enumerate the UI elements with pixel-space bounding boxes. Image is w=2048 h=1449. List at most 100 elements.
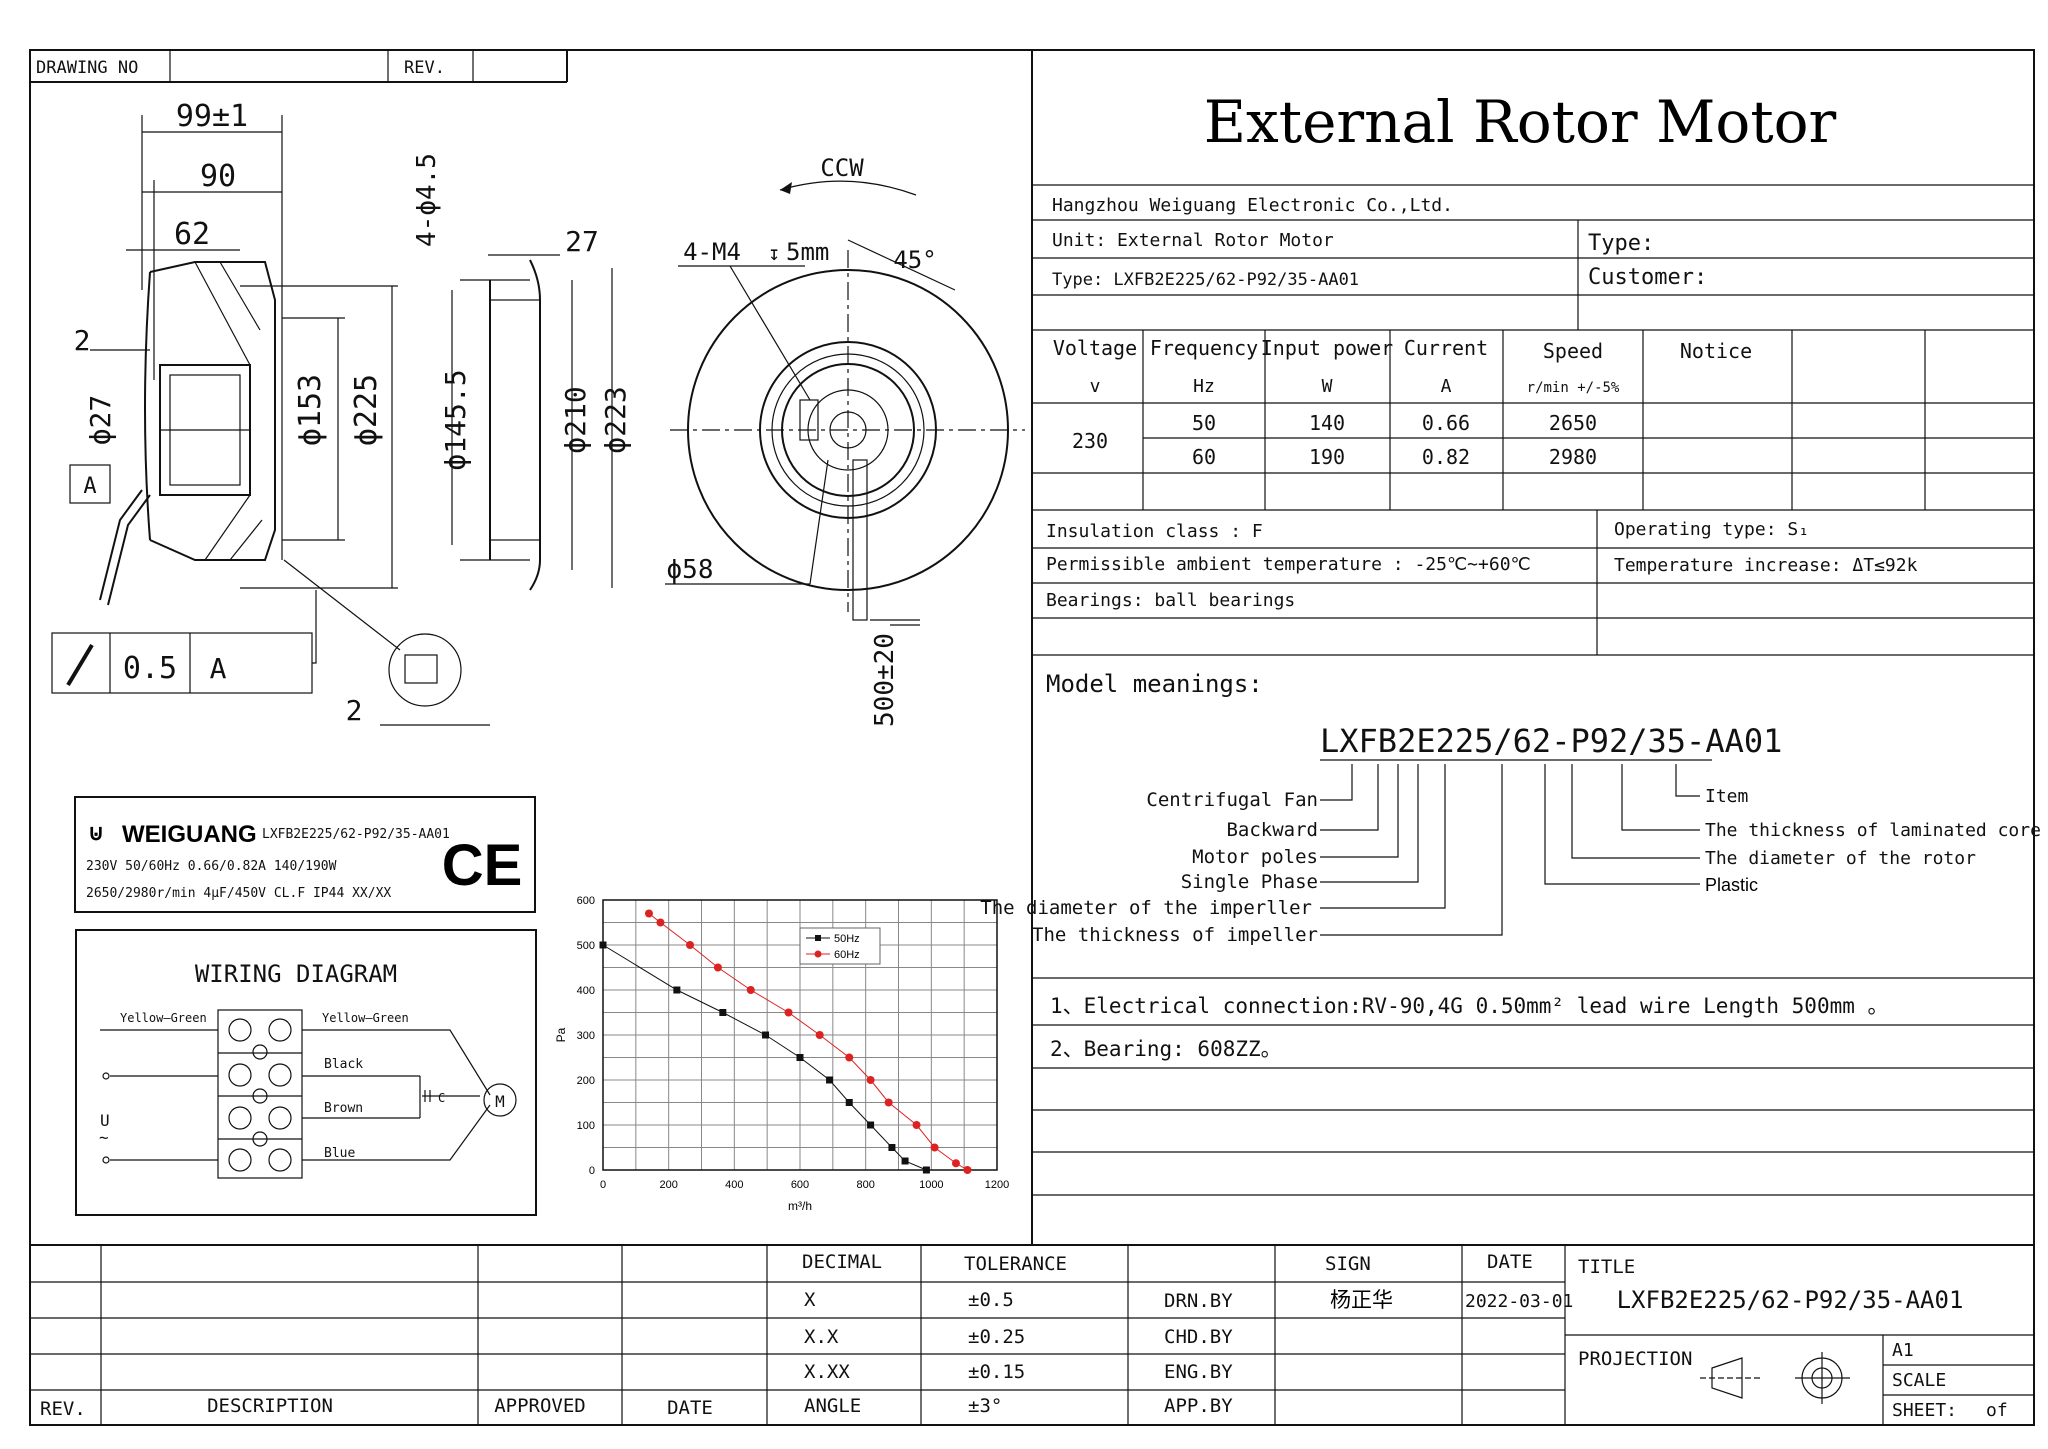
decimal-header: DECIMAL [802, 1251, 882, 1273]
plate-line1: 230V 50/60Hz 0.66/0.82A 140/190W [86, 859, 337, 874]
series-line-60Hz [648, 913, 968, 1171]
x-tick-label: 0 [600, 1179, 606, 1191]
point-50Hz [599, 941, 607, 949]
val-speed-50: 2650 [1549, 411, 1597, 435]
model-label-plastic: Plastic [1705, 875, 1758, 895]
x-tick-label: 200 [659, 1179, 677, 1191]
model-label-core-thickness: The thickness of laminated core [1705, 820, 2041, 841]
note-electrical: 1、Electrical connection:RV-90,4G 0.50mm²… [1050, 994, 1889, 1018]
wire-yg-right: Yellow—Green [322, 1011, 409, 1025]
hdr-notice: Notice [1680, 339, 1752, 363]
dim-phi223: ϕ223 [599, 386, 632, 453]
hdr-frequency: Frequency [1150, 336, 1258, 360]
bottom-title-block: REV. DESCRIPTION APPROVED DATE DECIMAL T… [30, 1245, 2034, 1425]
model-label-impeller-thickness: The thickness of impeller [1032, 924, 1318, 946]
wiring-diagram: WIRING DIAGRAM Yellow—Green Yellow—Green… [75, 929, 537, 1216]
datum-a-label: A [83, 474, 96, 499]
point-60Hz [815, 1031, 824, 1039]
angle-45: 45° [893, 246, 936, 274]
chart-legend: 50Hz 60Hz [799, 927, 881, 965]
model-label-centrifugal-fan: Centrifugal Fan [1146, 789, 1318, 811]
dim-phi58: ϕ58 [667, 555, 714, 585]
runout-value: 0.5 [123, 651, 177, 686]
section-view: 4-ϕ4.5 27 ϕ145.5 ϕ210 ϕ223 [412, 153, 632, 591]
point-60Hz [845, 1053, 854, 1062]
plate-line2: 2650/2980r/min 4μF/450V CL.F IP44 XX/XX [86, 886, 391, 901]
drawing-no-label: DRAWING NO [36, 58, 138, 78]
point-60Hz [866, 1076, 875, 1084]
dec-xxx: X.XX [804, 1361, 850, 1383]
model-label-motor-poles: Motor poles [1192, 846, 1318, 868]
dec-x: X [804, 1289, 816, 1311]
model-leaders [1320, 764, 1700, 936]
tol-xx: ±0.25 [968, 1326, 1025, 1348]
plate-model: LXFB2E225/62-P92/35-AA01 [262, 827, 450, 842]
runout-datum: A [210, 652, 227, 685]
motor-label: M [495, 1092, 505, 1111]
supply-ac-icon: ~ [99, 1128, 109, 1147]
signer-name: 杨正华 [1330, 1288, 1393, 1312]
dim-4-phi4-5: 4-ϕ4.5 [412, 153, 442, 247]
dim-2a: 2 [74, 324, 91, 357]
type-line: Type: LXFB2E225/62-P92/35-AA01 [1052, 270, 1359, 290]
date-header: DATE [1487, 1251, 1533, 1273]
point-50Hz [867, 1121, 875, 1129]
rev-col: REV. [40, 1398, 86, 1420]
approved-col: APPROVED [494, 1395, 586, 1417]
ce-mark: CE [442, 833, 523, 898]
rotation-ccw: CCW [820, 154, 864, 182]
point-60Hz [912, 1121, 921, 1129]
y-tick-label: 600 [577, 895, 595, 907]
sign-date: 2022-03-01 [1465, 1291, 1573, 1312]
point-50Hz [796, 1054, 804, 1061]
y-tick-label: 400 [577, 985, 595, 997]
val-current-60: 0.82 [1422, 445, 1470, 469]
plot-area [602, 899, 998, 1171]
wire-black: Black [324, 1057, 363, 1072]
scale-label: SCALE [1892, 1370, 1946, 1391]
main-title: External Rotor Motor [1204, 88, 1837, 156]
y-tick-label: 100 [577, 1120, 595, 1132]
motor-icon [483, 1083, 517, 1117]
point-60Hz [951, 1159, 960, 1168]
hdr-power-unit: W [1322, 376, 1333, 397]
hdr-current-unit: A [1441, 376, 1452, 397]
legend-marker-60hz [814, 950, 822, 958]
bearings: Bearings: ball bearings [1046, 590, 1295, 611]
tolerance-header: TOLERANCE [964, 1253, 1067, 1275]
label-plate: ⊍ WEIGUANG LXFB2E225/62-P92/35-AA01 230V… [74, 796, 536, 913]
company-name: Hangzhou Weiguang Electronic Co.,Ltd. [1052, 195, 1453, 216]
val-power-60: 190 [1309, 445, 1345, 469]
tol-xxx: ±0.15 [968, 1361, 1025, 1383]
projection-label: PROJECTION [1578, 1348, 1692, 1370]
model-code: LXFB2E225/62-P92/35-AA01 [1320, 722, 1782, 760]
dim-phi27: ϕ27 [84, 395, 117, 446]
temperature-increase: Temperature increase: ΔT≤92k [1614, 555, 1918, 576]
dim-phi153: ϕ153 [293, 374, 328, 446]
point-60Hz [644, 909, 653, 918]
dec-xx: X.X [804, 1326, 839, 1348]
val-power-50: 140 [1309, 411, 1345, 435]
dim-phi145-5: ϕ145.5 [439, 369, 472, 470]
point-60Hz [930, 1143, 939, 1152]
sheet-label: SHEET: [1892, 1400, 1957, 1421]
side-view: 99±1 90 62 2 ϕ27 ϕ153 ϕ225 A 0.5 [51, 99, 490, 727]
wiring-title: WIRING DIAGRAM [195, 960, 397, 988]
point-50Hz [673, 986, 681, 994]
model-heading: Model meanings: [1046, 670, 1263, 698]
brand-name: WEIGUANG [122, 821, 257, 848]
point-60Hz [963, 1166, 972, 1174]
sign-header: SIGN [1325, 1253, 1371, 1275]
hdr-input-power: Input power [1261, 336, 1393, 360]
model-label-rotor-diameter: The diameter of the rotor [1705, 848, 1976, 869]
tol-angle: ±3° [968, 1395, 1002, 1417]
point-60Hz [884, 1098, 893, 1107]
hdr-current: Current [1404, 336, 1488, 360]
hdr-frequency-unit: Hz [1193, 376, 1215, 397]
point-60Hz [784, 1008, 793, 1017]
dim-27: 27 [565, 225, 599, 258]
y-tick-label: 300 [577, 1030, 595, 1042]
val-freq-50: 50 [1192, 411, 1216, 435]
